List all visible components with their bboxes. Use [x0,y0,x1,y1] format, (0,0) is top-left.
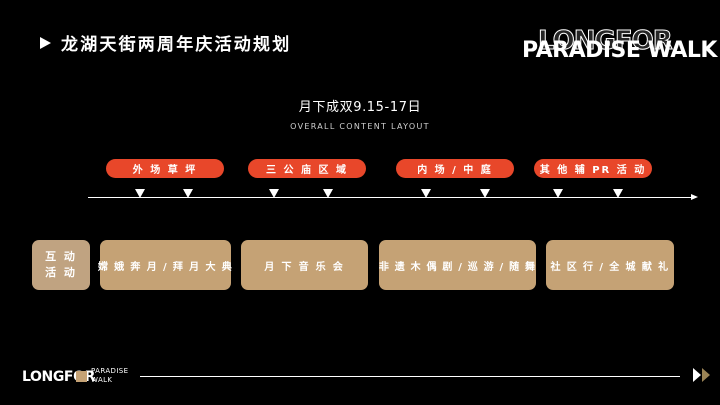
footer: LONGFOR PARADISE WALK [0,361,720,405]
activity-row: 互 动 活 动 嫦 娥 奔 月 / 拜 月 大 典 月 下 音 乐 会 非 遗 … [0,240,720,292]
timeline-tick-1 [135,189,145,198]
footer-subbrand: PARADISE WALK [91,367,128,385]
timeline-tick-2 [183,189,193,198]
page-title-group: 龙湖天街两周年庆活动规划 [40,30,291,55]
header-logo: LONGFOR PARADISE WALK [510,26,717,66]
chevron-right-icon-white [693,368,701,382]
page-title: 龙湖天街两周年庆活动规划 [61,35,292,55]
timeline-tick-3 [269,189,279,198]
timeline-tick-8 [613,189,623,198]
arrow-right-icon [691,194,698,200]
timeline-line [88,197,692,198]
timeline-tick-6 [480,189,490,198]
footer-subbrand-line1: PARADISE [91,367,129,375]
activity-card-1[interactable]: 月 下 音 乐 会 [241,240,368,290]
logo-paradise-walk: PARADISE WALK [522,38,717,63]
footer-divider [140,376,680,377]
footer-chevrons [693,368,710,382]
zone-pill-0[interactable]: 外 场 草 坪 [106,159,224,178]
zone-pill-3[interactable]: 其 他 辅 PR 活 动 [534,159,652,178]
zone-pill-row: 外 场 草 坪 三 公 庙 区 域 内 场 / 中 庭 其 他 辅 PR 活 动 [0,159,720,179]
timeline-axis [88,189,698,200]
footer-subbrand-line2: WALK [91,376,113,384]
triangle-right-icon [40,36,51,49]
timeline-tick-4 [323,189,333,198]
section-caption-en: OVERALL CONTENT LAYOUT [290,122,430,131]
timeline-tick-7 [553,189,563,198]
activity-row-label: 互 动 活 动 [32,240,90,290]
section-caption-cn: 月下成双9.15-17日 [298,100,422,115]
footer-square-icon [76,371,87,382]
zone-pill-2[interactable]: 内 场 / 中 庭 [396,159,514,178]
logo-longfor-outline: LONGFOR [538,26,674,57]
timeline-tick-5 [421,189,431,198]
zone-pill-1[interactable]: 三 公 庙 区 域 [248,159,366,178]
activity-card-3[interactable]: 社 区 行 / 全 城 献 礼 [546,240,674,290]
activity-card-2[interactable]: 非 遗 木 偶 剧 / 巡 游 / 随 舞 [379,240,536,290]
activity-row-label-line1: 互 动 [45,250,77,263]
activity-card-0[interactable]: 嫦 娥 奔 月 / 拜 月 大 典 [98,240,232,290]
activity-row-label-line2: 活 动 [45,266,77,279]
chevron-right-icon-gold [702,368,710,382]
